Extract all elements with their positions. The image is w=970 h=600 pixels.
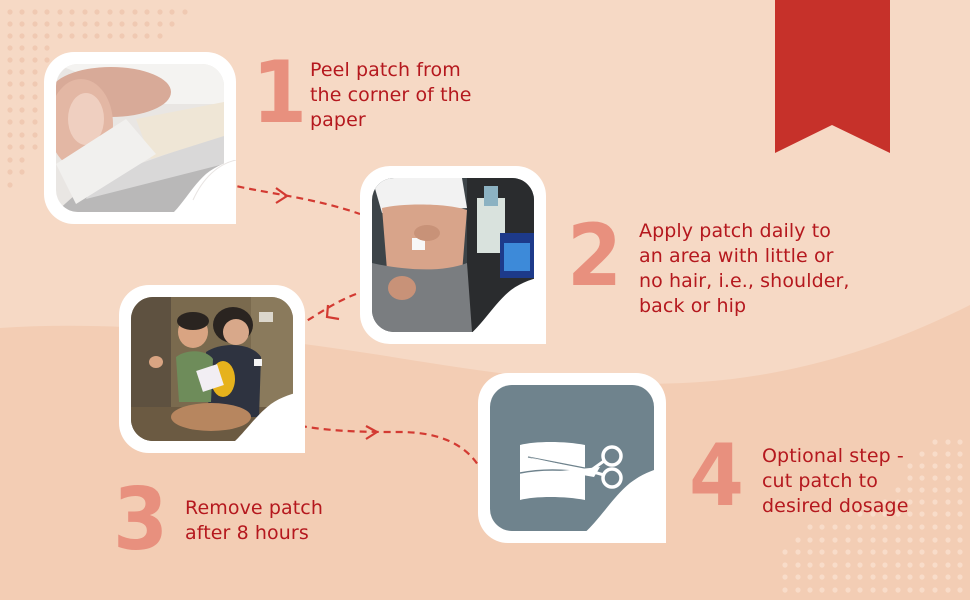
step-2-number: 2 xyxy=(567,206,623,306)
step-4-image-card xyxy=(478,373,666,543)
step-2-image-card xyxy=(360,166,546,344)
page-curl-icon xyxy=(219,391,305,453)
decorative-dots-bottom-right xyxy=(782,439,963,593)
page-curl-icon xyxy=(456,276,546,344)
step-4-text: Optional step - cut patch to desired dos… xyxy=(762,445,909,517)
step-4-number: 4 xyxy=(689,426,745,526)
bookmark-ribbon-icon xyxy=(775,0,890,153)
step-1-image-card xyxy=(44,52,236,224)
arrow-step2-to-step3 xyxy=(299,292,357,326)
decorative-dots-top-left xyxy=(7,9,188,188)
step-2-text: Apply patch daily to an area with little… xyxy=(639,220,850,317)
step-1-text: Peel patch from the corner of the paper xyxy=(310,59,472,131)
step-3-text: Remove patch after 8 hours xyxy=(185,497,323,544)
page-curl-icon xyxy=(570,467,666,543)
page-curl-icon xyxy=(158,160,236,224)
step-1-number: 1 xyxy=(252,43,308,143)
step-3-number: 3 xyxy=(113,470,169,570)
finger-peeling-patch-photo xyxy=(56,64,224,212)
step-3-image-card xyxy=(119,285,305,453)
